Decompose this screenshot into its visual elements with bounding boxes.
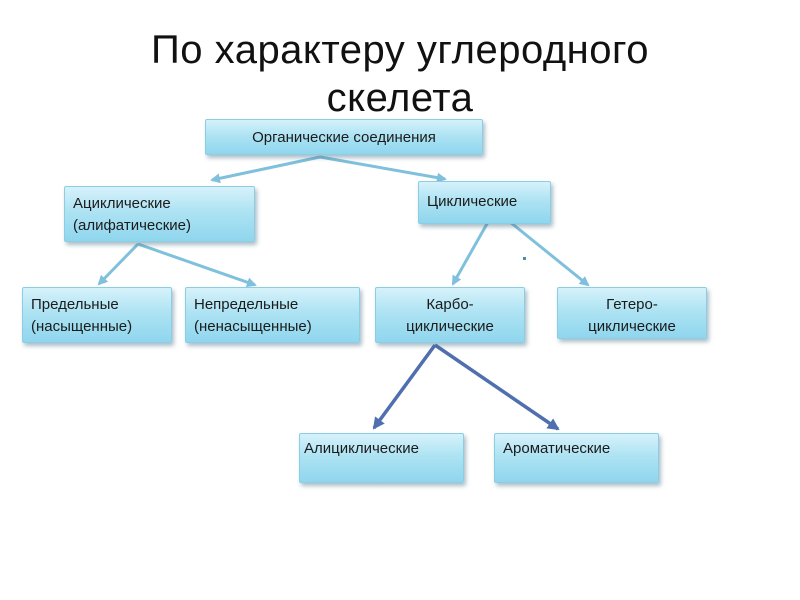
node-aromatic: Ароматические [494, 433, 659, 483]
arrow-acyclic-to-saturated [97, 242, 140, 286]
node-saturated-line2: (насыщенные) [31, 318, 133, 335]
arrow-carbocyclic-to-aromatic [434, 343, 560, 431]
node-cyclic: Циклические [418, 181, 551, 224]
node-cyclic-label: Циклические [427, 193, 518, 210]
node-unsaturated: Непредельные (ненасыщенные) [185, 287, 360, 343]
arrow-cyclic-to-heterocyclic [509, 220, 590, 287]
node-aromatic-label: Ароматические [503, 440, 611, 457]
node-alicyclic: Алициклические [299, 433, 464, 483]
arrow-carbocyclic-to-alicyclic [372, 343, 437, 430]
slide-title: По характеру углеродного скелета [151, 28, 649, 120]
node-alicyclic-label: Алициклические [304, 440, 419, 457]
arrow-root-to-acyclic [210, 155, 321, 184]
node-unsaturated-line1: Непредельные [194, 296, 299, 313]
node-heterocyclic-line1: Гетеро- [606, 296, 658, 313]
node-saturated: Предельные (насыщенные) [22, 287, 172, 343]
node-unsaturated-line2: (ненасыщенные) [194, 318, 312, 335]
stray-dot [523, 257, 526, 260]
node-carbocyclic: Карбо- циклические [375, 287, 525, 343]
arrow-cyclic-to-carbocyclic [451, 221, 490, 286]
node-organic-compounds: Органические соединения [205, 119, 483, 155]
node-acyclic: Ациклические (алифатические) [64, 186, 255, 242]
node-organic-compounds-label: Органические соединения [252, 129, 436, 146]
node-acyclic-line1: Ациклические [73, 195, 171, 212]
node-saturated-line1: Предельные [31, 296, 119, 313]
node-carbocyclic-line2: циклические [406, 318, 494, 335]
node-heterocyclic-line2: циклические [588, 318, 676, 335]
arrow-acyclic-to-unsaturated [137, 242, 257, 288]
arrow-root-to-cyclic [319, 155, 447, 183]
node-carbocyclic-line1: Карбо- [426, 296, 474, 313]
node-acyclic-line2: (алифатические) [73, 217, 192, 234]
node-heterocyclic: Гетеро- циклические [557, 287, 707, 339]
